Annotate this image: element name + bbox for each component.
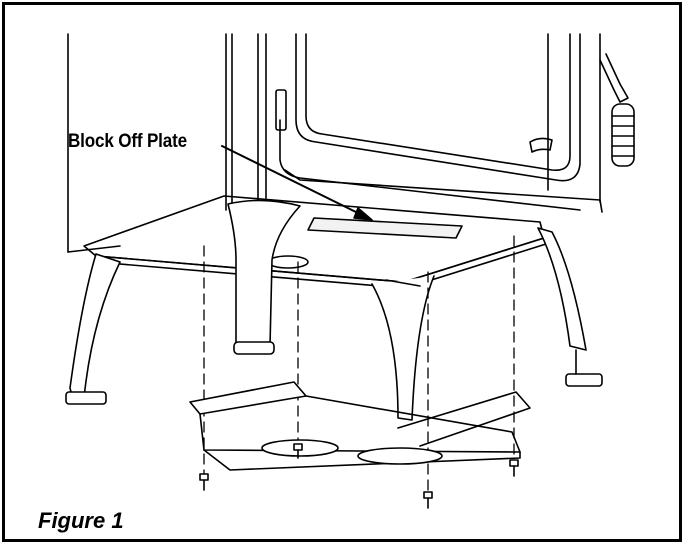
screws (199, 443, 519, 509)
callout-arrow (221, 145, 373, 221)
floor-tray (189, 381, 531, 471)
block-off-plate (307, 217, 463, 239)
figure-caption: Figure 1 (38, 508, 124, 533)
cabinet-body (67, 33, 233, 253)
cabinet-door (257, 33, 603, 213)
door-handle (599, 53, 635, 167)
stand-legs (65, 199, 603, 421)
stand-top-plate (83, 195, 547, 289)
block-off-plate-label: Block Off Plate (68, 131, 187, 152)
